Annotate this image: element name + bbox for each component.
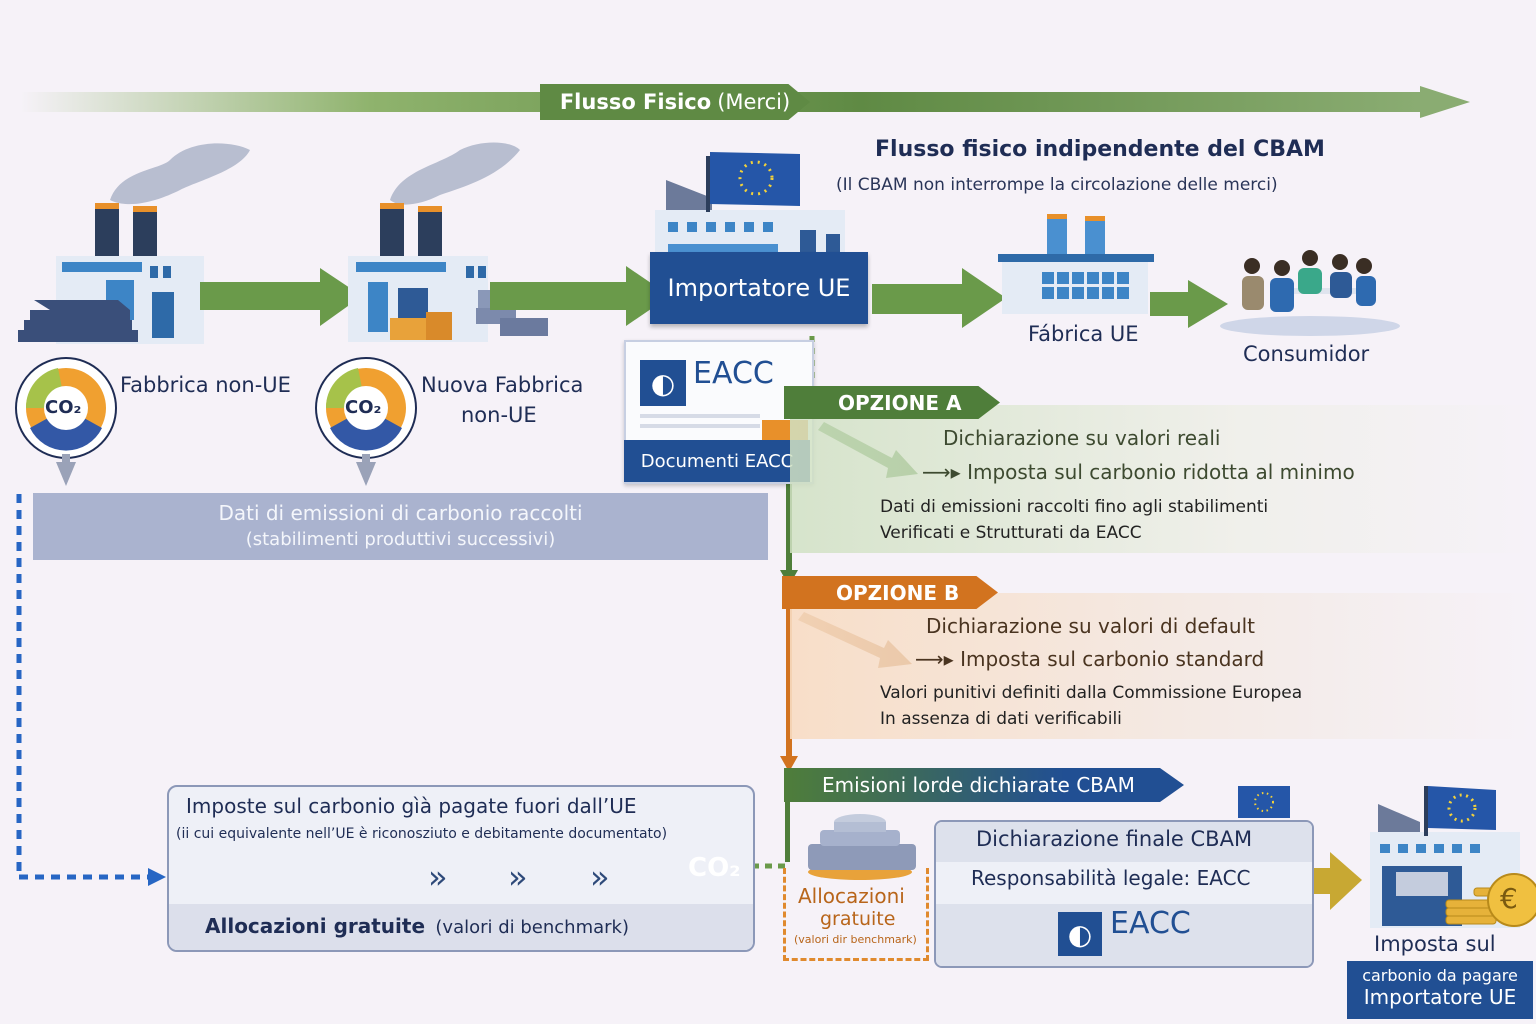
chevron-right-icon: » — [428, 858, 448, 896]
chevron-right-icon: » — [508, 858, 528, 896]
gross-emissions-tag: Emisioni lorde dichiarate CBAM — [784, 768, 1184, 802]
eu-factory-icon — [998, 214, 1154, 314]
factory-non-eu-icon — [18, 143, 250, 344]
option-b-desc-1: Valori punitivi definiti dalla Commissio… — [880, 683, 1303, 703]
final-eacc-logo-text: EACC — [1110, 906, 1191, 941]
factory-non-eu-label: Fabbrica non-UE — [120, 373, 291, 397]
ingots-icon — [808, 814, 916, 880]
flow-arrow-2 — [490, 266, 670, 326]
physical-flow-label: Flusso Fisico (Merci) — [540, 84, 810, 120]
eacc-globe-icon: ◐ — [1058, 912, 1102, 956]
emission-data-collected-bar: Dati di emissioni di carbonio raccolti (… — [33, 493, 768, 560]
eacc-globe-icon: ◐ — [640, 360, 686, 406]
independent-flow-title: Flusso fisico indipendente del CBAM — [875, 137, 1325, 162]
tax-payable-line1: Imposta sul — [1374, 932, 1496, 956]
co2-badge-label: CO₂ — [688, 853, 741, 883]
final-cbam-declaration-box — [934, 820, 1314, 968]
option-b-desc-2: In assenza di dati verificabili — [880, 709, 1122, 729]
external-carbon-taxes-box — [167, 785, 755, 952]
co2-gauge-2-label: CO₂ — [345, 397, 382, 418]
documents-eacc-label: Documenti EACC — [624, 440, 810, 482]
co2-gauge-icon-1 — [15, 357, 117, 486]
option-a-desc-2: Verificati e Strutturati da EACC — [880, 523, 1142, 543]
tax-arrow — [1314, 852, 1362, 910]
tax-payable-line3: Importatore UE — [1363, 985, 1517, 1009]
co2-gauge-1-label: CO₂ — [45, 397, 82, 418]
arrow-right-icon: ⟶▸ — [922, 460, 968, 484]
chevron-right-icon: » — [590, 858, 610, 896]
final-declaration-title: Dichiarazione finale CBAM — [976, 827, 1253, 851]
tax-building-icon — [1370, 786, 1536, 928]
dotted-connector-blue — [16, 494, 166, 886]
importer-eu-label: Importatore UE — [667, 274, 851, 302]
new-factory-non-eu-icon — [348, 142, 548, 342]
flow-arrow-1 — [200, 268, 362, 326]
free-allocations-line1: Allocazioni — [798, 884, 905, 908]
importer-eu-node[interactable]: Importatore UE — [650, 252, 868, 324]
option-b-panel — [790, 593, 1536, 739]
co2-gauge-icon-2 — [315, 357, 417, 486]
option-a-tag: OPZIONE A — [784, 386, 1000, 419]
tax-payable-banner: carbonio da pagare Importatore UE — [1347, 961, 1533, 1019]
euro-coin-icon: € — [1500, 882, 1518, 915]
option-a-title: Dichiarazione su valori reali — [943, 426, 1221, 450]
external-taxes-title: Imposte sul carbonio gìà pagate fuori da… — [186, 794, 637, 818]
external-taxes-subtitle: (ii cui equivalente nell’UE è riconosziu… — [176, 826, 668, 842]
ext-box-footer-band — [169, 904, 753, 950]
external-taxes-footer: Allocazioni gratuite (valori di benchmar… — [205, 914, 630, 938]
doc-line — [640, 424, 760, 428]
eu-factory-label: Fábrica UE — [1028, 322, 1139, 346]
option-a-panel — [790, 405, 1536, 553]
new-factory-label-line2: non-UE — [461, 403, 537, 427]
free-allocations-line2: gratuite — [820, 908, 896, 930]
consumers-icon — [1220, 250, 1400, 336]
option-b-title: Dichiarazione su valori di default — [926, 614, 1256, 638]
independent-flow-subtitle: (Il CBAM non interrompe la circolazione … — [836, 175, 1278, 195]
eu-flag-small-icon — [1238, 786, 1290, 818]
option-a-desc-1: Dati di emissioni raccolti fino agli sta… — [880, 497, 1269, 517]
option-a-result: ⟶▸ Imposta sul carbonio ridotta al minim… — [922, 460, 1355, 484]
free-allocations-box — [783, 868, 929, 961]
new-factory-label-line1: Nuova Fabbrica — [421, 373, 584, 397]
doc-line — [640, 414, 760, 418]
flow-arrow-4 — [1150, 280, 1228, 328]
tax-payable-line2: carbonio da pagare — [1362, 966, 1518, 985]
option-b-tag: OPZIONE B — [782, 576, 998, 609]
arrow-right-icon: ⟶▸ — [915, 647, 961, 671]
eacc-logo-text: EACC — [693, 356, 774, 391]
consumer-label: Consumidor — [1243, 342, 1370, 366]
flow-arrow-3 — [872, 268, 1006, 328]
legal-responsibility-label: Responsabilità legale: EACC — [971, 866, 1251, 890]
free-allocations-line3: (valori dir benchmark) — [794, 933, 917, 946]
option-b-result: ⟶▸ Imposta sul carbonio standard — [915, 647, 1265, 671]
eu-flag-icon — [706, 152, 800, 212]
